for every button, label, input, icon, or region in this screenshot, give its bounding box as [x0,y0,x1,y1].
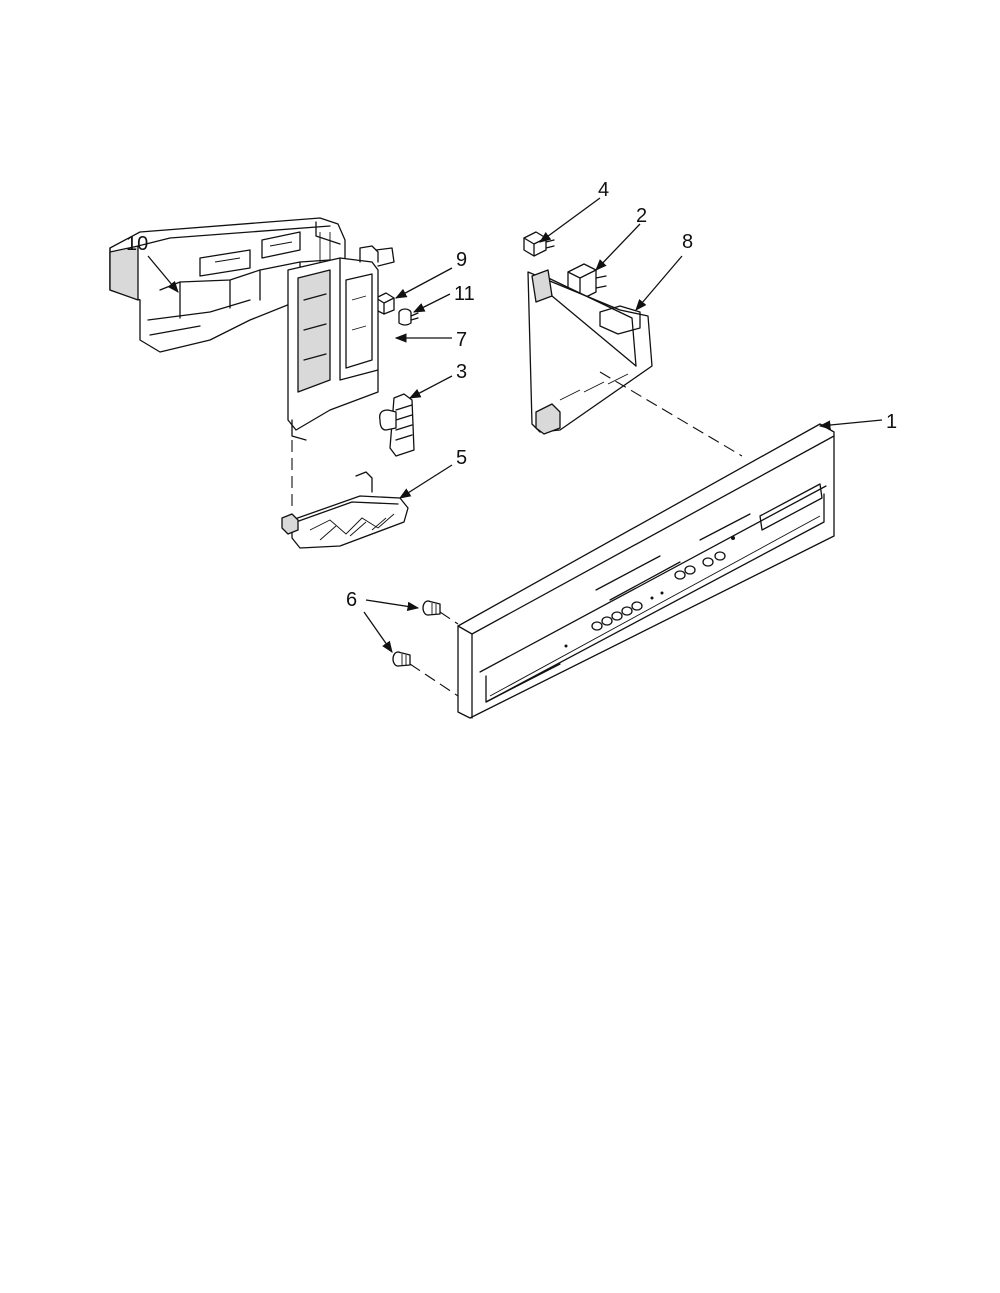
leader-8 [635,255,683,311]
part-11-knob [398,308,419,326]
leader-5 [399,464,453,499]
part-7-switch-housing [287,245,395,441]
leader-2 [595,223,641,271]
leader-6a [365,599,420,612]
leader-1 [818,419,883,430]
screw-alignment-lower [409,663,459,697]
callout-5: 5 [456,447,467,469]
leader-6b [363,611,393,653]
callout-3: 3 [456,361,467,383]
part-8-control-board [527,269,653,435]
part-1-console-panel [457,423,835,719]
callout-6: 6 [346,589,357,611]
part-5-tray [281,471,409,549]
panel-buttons [564,536,735,648]
part-3-lever [379,393,415,457]
callout-9: 9 [456,249,467,271]
callout-10: 10 [126,233,148,255]
callout-1: 1 [886,411,897,433]
part-10-bracket [109,217,346,353]
callout-7: 7 [456,329,467,351]
leader-11 [412,293,451,313]
leader-10 [147,255,179,293]
leader-3 [408,375,453,399]
alignment-line-right [599,371,743,457]
part-6-screw-upper [422,600,441,616]
callout-4: 4 [598,179,609,201]
part-6-screw-lower [392,651,411,667]
leader-9 [394,267,453,299]
part-9-cap [375,292,395,315]
leader-4 [539,197,601,243]
callout-11: 11 [454,283,475,305]
callout-8: 8 [682,231,693,253]
screw-alignment-upper [439,611,459,625]
callout-2: 2 [636,205,647,227]
